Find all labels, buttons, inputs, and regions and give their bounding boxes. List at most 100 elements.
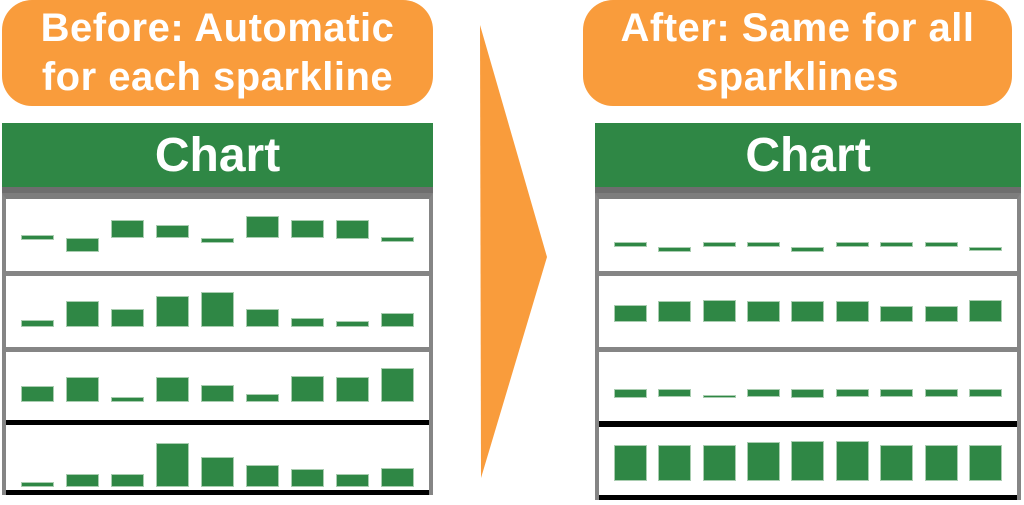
sparkline-bar-slot bbox=[195, 425, 240, 490]
sparkline-bar-slot bbox=[150, 352, 195, 420]
sparkline-bar-slot bbox=[195, 276, 240, 347]
sparkline-bar bbox=[111, 220, 144, 238]
sparkline-bar-slot bbox=[150, 425, 195, 490]
sparkline-bar bbox=[336, 474, 369, 487]
sparkline-bar bbox=[835, 389, 869, 397]
after-table-header-label: Chart bbox=[745, 128, 871, 182]
sparkline-bar-slot bbox=[15, 276, 60, 347]
sparkline-bar bbox=[835, 441, 869, 481]
sparkline-bar-slot bbox=[830, 352, 874, 421]
sparkline-bar bbox=[613, 445, 647, 481]
sparkline-bar bbox=[156, 225, 189, 238]
sparkline-bar bbox=[156, 377, 189, 402]
sparkline-bar bbox=[66, 474, 99, 487]
sparkline-row bbox=[599, 427, 1017, 495]
sparkline-bar-slot bbox=[786, 199, 830, 271]
after-table-header: Chart bbox=[595, 123, 1021, 193]
sparkline-bar-slot bbox=[60, 425, 105, 490]
sparkline-bar bbox=[246, 394, 279, 402]
sparkline-bar bbox=[111, 397, 144, 402]
sparkline-bar bbox=[835, 242, 869, 247]
sparkline-bar bbox=[336, 321, 369, 327]
sparkline-bar-slot bbox=[964, 199, 1008, 271]
sparkline-bar bbox=[924, 306, 958, 322]
thick-row-border bbox=[599, 421, 1017, 427]
sparkline-bar bbox=[291, 318, 324, 327]
sparkline-bar bbox=[658, 247, 692, 252]
sparkline-row bbox=[599, 352, 1017, 421]
sparkline-bar bbox=[613, 305, 647, 322]
sparkline-bar bbox=[835, 301, 869, 322]
sparkline-bar bbox=[246, 465, 279, 487]
sparkline-bar-slot bbox=[105, 276, 150, 347]
sparkline-bar-slot bbox=[285, 352, 330, 420]
sparkline-bar-slot bbox=[652, 276, 696, 347]
row-border bbox=[6, 271, 429, 276]
sparkline-bar-slot bbox=[652, 427, 696, 495]
sparkline-bar bbox=[111, 309, 144, 327]
sparkline-row bbox=[6, 276, 429, 347]
sparkline-bar-slot bbox=[375, 425, 420, 490]
sparkline-bar-slot bbox=[608, 352, 652, 421]
sparkline-bar bbox=[336, 220, 369, 239]
sparkline-bar bbox=[291, 469, 324, 487]
row-border bbox=[6, 347, 429, 352]
sparkline-bar bbox=[747, 301, 781, 322]
sparkline-bar-slot bbox=[786, 352, 830, 421]
row-border bbox=[599, 347, 1017, 352]
sparkline-bar bbox=[969, 247, 1003, 251]
sparkline-bar-slot bbox=[830, 276, 874, 347]
sparkline-bar bbox=[969, 389, 1003, 397]
sparkline-bar-slot bbox=[697, 199, 741, 271]
arrow-shape bbox=[480, 25, 547, 478]
sparkline-bar-slot bbox=[15, 425, 60, 490]
sparkline-bar-slot bbox=[375, 276, 420, 347]
sparkline-bar-slot bbox=[875, 352, 919, 421]
sparkline-bar bbox=[111, 474, 144, 487]
before-badge-line1: Before: Automatic bbox=[40, 6, 395, 50]
sparkline-bar bbox=[702, 395, 736, 398]
sparkline-bar-slot bbox=[741, 352, 785, 421]
sparkline-bar bbox=[747, 389, 781, 397]
after-sparkline-table bbox=[595, 193, 1021, 500]
sparkline-bar-slot bbox=[330, 276, 375, 347]
sparkline-bar bbox=[381, 313, 414, 327]
sparkline-bar-slot bbox=[875, 427, 919, 495]
thick-row-border bbox=[6, 490, 429, 495]
sparkline-bar bbox=[791, 441, 825, 481]
sparkline-row bbox=[6, 199, 429, 271]
sparkline-bar-slot bbox=[105, 352, 150, 420]
sparkline-bar bbox=[969, 445, 1003, 481]
sparkline-bar bbox=[21, 482, 54, 487]
sparkline-bar-slot bbox=[697, 276, 741, 347]
sparkline-bar-slot bbox=[875, 276, 919, 347]
sparkline-bar-slot bbox=[830, 427, 874, 495]
sparkline-bar bbox=[702, 242, 736, 247]
sparkline-bar-slot bbox=[919, 199, 963, 271]
sparkline-bar-slot bbox=[608, 427, 652, 495]
sparkline-bar-slot bbox=[330, 352, 375, 420]
sparkline-bar bbox=[969, 300, 1003, 322]
sparkline-bar-slot bbox=[786, 276, 830, 347]
sparkline-bar-slot bbox=[375, 199, 420, 271]
sparkline-bar-slot bbox=[875, 199, 919, 271]
sparkline-bar bbox=[791, 247, 825, 252]
sparkline-bar bbox=[66, 301, 99, 327]
sparkline-bar bbox=[880, 445, 914, 481]
sparkline-bar-slot bbox=[285, 425, 330, 490]
sparkline-bar bbox=[156, 296, 189, 327]
sparkline-bar-slot bbox=[830, 199, 874, 271]
sparkline-row bbox=[599, 199, 1017, 271]
sparkline-bar-slot bbox=[150, 276, 195, 347]
sparkline-bar bbox=[658, 301, 692, 322]
before-badge: Before: Automatic for each sparkline bbox=[2, 0, 433, 106]
sparkline-bar bbox=[246, 216, 279, 238]
sparkline-bar-slot bbox=[964, 276, 1008, 347]
sparkline-bar-slot bbox=[240, 352, 285, 420]
sparkline-bar-slot bbox=[919, 276, 963, 347]
sparkline-bar bbox=[880, 389, 914, 397]
sparkline-bar-slot bbox=[919, 352, 963, 421]
before-table-header: Chart bbox=[2, 123, 433, 193]
sparkline-bar-slot bbox=[105, 425, 150, 490]
